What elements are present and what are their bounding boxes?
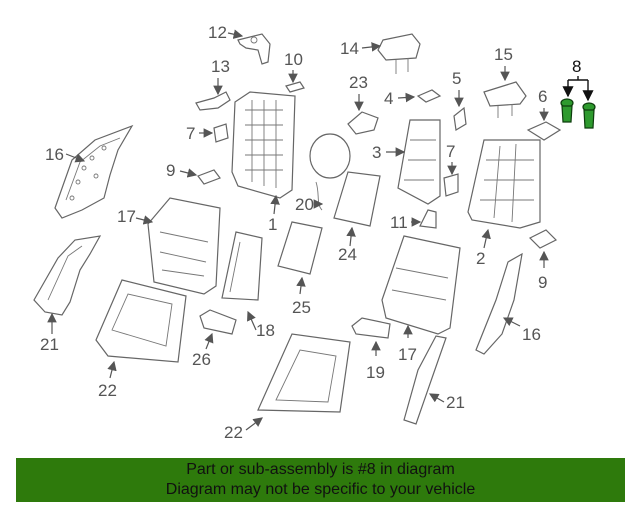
part-11	[419, 209, 437, 229]
callout-16-right: 16	[522, 325, 541, 344]
callout-16-left: 16	[45, 145, 64, 164]
part-16-left-side-trim	[54, 124, 134, 219]
callout-9-left: 9	[166, 161, 175, 180]
part-1-seatback-frame	[231, 91, 296, 199]
callout-24: 24	[338, 245, 357, 264]
part-10-clip	[285, 81, 305, 93]
callout-7-right: 7	[446, 142, 455, 161]
callout-2: 2	[476, 249, 485, 268]
callout-21-left: 21	[40, 335, 59, 354]
callout-22-center: 22	[224, 423, 243, 442]
callout-13: 13	[211, 57, 230, 76]
banner-line-1: Part or sub-assembly is #8 in diagram	[186, 461, 455, 478]
part-18-pad	[221, 231, 263, 301]
callout-18: 18	[256, 321, 275, 340]
part-2-right-seatback-frame	[467, 139, 541, 229]
part-22-center-seat-cushion	[257, 333, 351, 413]
part-13-bracket	[195, 91, 231, 111]
callout-17-left: 17	[117, 207, 136, 226]
part-6-guide	[526, 121, 562, 141]
part-15-headrest	[483, 81, 527, 118]
callout-8: 8	[572, 57, 581, 76]
banner-line-2: Diagram may not be specific to your vehi…	[165, 481, 476, 498]
part-12-hinge-bracket	[237, 33, 271, 65]
callout-21-right: 21	[446, 393, 465, 412]
parts-diagram: 16 21 12 13 10 7 9 1	[33, 23, 596, 442]
callout-15: 15	[494, 45, 513, 64]
callout-10: 10	[284, 50, 303, 69]
part-26-pad	[199, 309, 237, 335]
info-banner: Part or sub-assembly is #8 in diagram Di…	[16, 458, 625, 502]
part-9-left-bracket	[197, 169, 221, 185]
callout-25: 25	[292, 298, 311, 317]
callout-1: 1	[268, 215, 277, 234]
part-17-left-seatback-pad	[147, 197, 221, 295]
callout-11: 11	[390, 213, 408, 232]
callout-6: 6	[538, 87, 547, 106]
callout-26: 26	[192, 350, 211, 369]
part-24-panel	[309, 133, 381, 227]
part-21-left-pillar-trim	[33, 235, 102, 316]
callout-3: 3	[372, 143, 381, 162]
part-19	[351, 317, 391, 339]
callout-7-left: 7	[186, 124, 195, 143]
callout-12: 12	[208, 23, 227, 42]
part-21-right-pillar-trim	[403, 335, 447, 425]
callout-9-right: 9	[538, 273, 547, 292]
part-14-headrest	[377, 33, 421, 74]
callout-23: 23	[349, 73, 368, 92]
part-7-right-bracket	[443, 173, 459, 197]
part-16-right-side-trim	[475, 252, 523, 355]
part-25-panel	[277, 221, 323, 275]
callout-5: 5	[452, 69, 461, 88]
part-9-right-bracket	[528, 229, 558, 249]
callout-14: 14	[340, 39, 359, 58]
part-8-headrest-guide-left	[560, 98, 574, 123]
part-5	[453, 106, 467, 131]
part-3-center-frame	[397, 119, 441, 205]
callout-4: 4	[384, 89, 393, 108]
callout-17-right: 17	[398, 345, 417, 364]
part-20-cable	[315, 181, 323, 211]
callout-19: 19	[366, 363, 385, 382]
part-7-left-bracket	[213, 123, 229, 143]
part-8-headrest-guide-right	[582, 102, 596, 129]
callout-20: 20	[295, 195, 314, 214]
callout-22-left: 22	[98, 381, 117, 400]
part-4	[416, 89, 442, 103]
part-23	[347, 111, 379, 135]
part-22-left-seat-cushion	[95, 279, 187, 363]
part-17-right-seatback-pad	[381, 235, 461, 335]
